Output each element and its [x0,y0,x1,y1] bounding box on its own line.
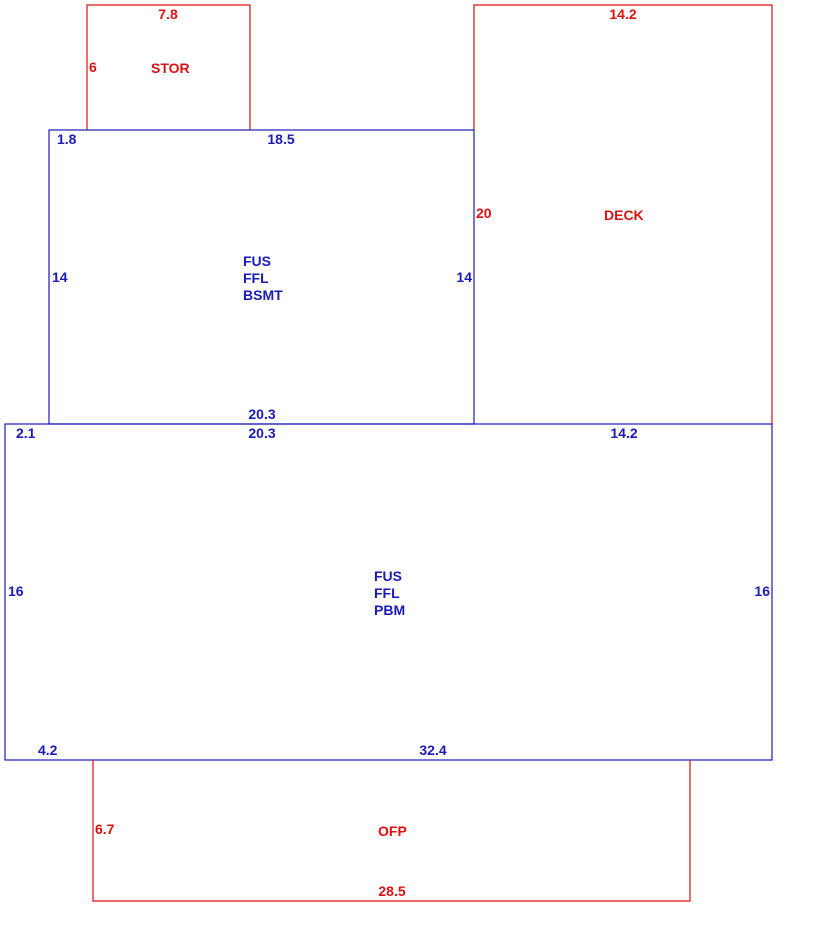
area-main-living: 2.1 20.3 14.2 16 16 4.2 32.4 FUS FFL PBM [4,423,773,761]
upper-label-line-2: FFL [243,270,269,286]
porch-width-dimension: 28.5 [378,883,405,899]
main-right-dimension: 16 [754,583,770,599]
upper-corner-dimension: 1.8 [57,131,77,147]
area-porch: 6.7 28.5 OFP [92,760,691,902]
porch-outline [92,760,691,902]
main-bottom-dimension: 32.4 [419,742,446,758]
area-stor: 7.8 6 STOR [86,4,251,130]
deck-area-label: DECK [604,207,644,223]
area-upper-living: 1.8 18.5 14 14 20.3 FUS FFL BSMT [48,129,475,425]
porch-area-label: OFP [378,823,407,839]
deck-depth-dimension: 20 [476,205,492,221]
upper-top-dimension: 18.5 [267,131,294,147]
stor-width-dimension: 7.8 [158,6,178,22]
deck-outline [473,4,773,424]
main-left-dimension: 16 [8,583,24,599]
main-label-line-3: PBM [374,602,405,618]
upper-label-line-1: FUS [243,253,271,269]
stor-area-label: STOR [151,60,190,76]
upper-right-dimension: 14 [456,269,472,285]
deck-width-dimension: 14.2 [609,6,636,22]
main-label-line-1: FUS [374,568,402,584]
upper-bottom-dimension: 20.3 [248,406,275,422]
main-living-outline [4,423,773,761]
stor-outline [86,4,251,130]
area-deck: 14.2 20 DECK [473,4,773,424]
main-top-left-dimension: 20.3 [248,425,275,441]
main-bottom-left-dimension: 4.2 [38,742,58,758]
main-label-line-2: FFL [374,585,400,601]
upper-left-dimension: 14 [52,269,68,285]
main-corner-dimension: 2.1 [16,425,36,441]
main-top-right-dimension: 14.2 [610,425,637,441]
upper-label-line-3: BSMT [243,287,283,303]
stor-depth-dimension: 6 [89,59,97,75]
porch-depth-dimension: 6.7 [95,821,115,837]
